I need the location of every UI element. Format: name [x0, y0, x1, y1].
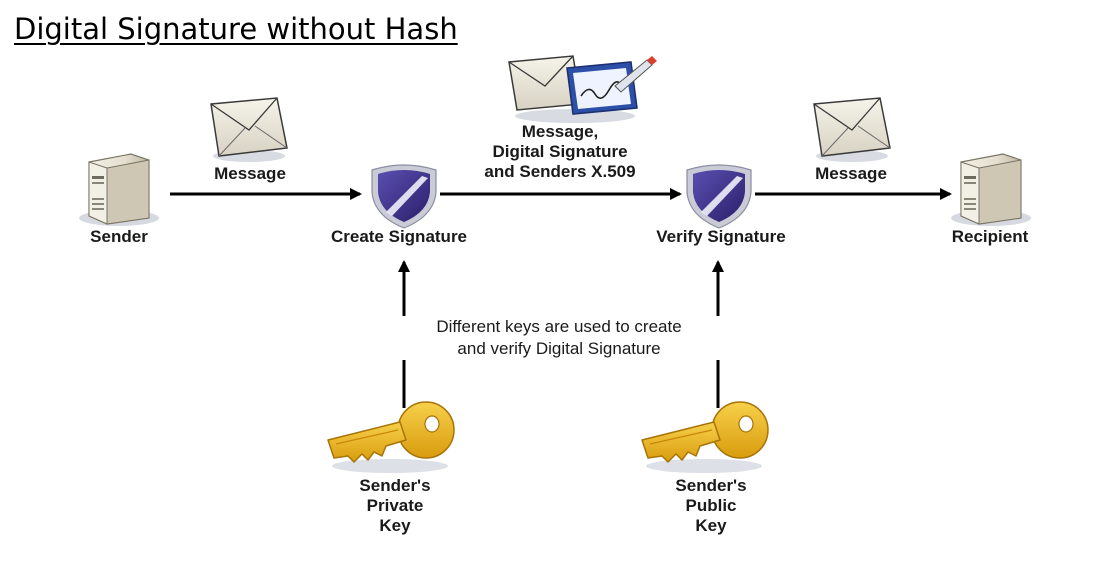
key-icon [641, 401, 769, 473]
server-icon [79, 153, 159, 226]
keys-note: Different keys are used to create and ve… [370, 316, 748, 360]
signed-envelope-icon [508, 55, 657, 123]
node-label-recipient: Recipient [951, 227, 1029, 246]
key-label-private: Sender's Private Key [330, 476, 460, 536]
shield-icon [371, 164, 437, 229]
key-label-line: Key [695, 516, 727, 535]
envelope-icon [210, 97, 288, 162]
edge-label-line: Digital Signature [492, 142, 628, 161]
shield-icon [686, 164, 752, 229]
edge-label-message-in: Message [214, 164, 286, 183]
key-label-line: Key [379, 516, 411, 535]
keys-note-line: and verify Digital Signature [457, 339, 661, 358]
server-icon [951, 153, 1031, 226]
edge-label-message-out: Message [815, 164, 887, 183]
node-label-verify-signature: Verify Signature [656, 227, 786, 246]
key-label-line: Private [366, 496, 424, 515]
envelope-icon [813, 97, 891, 162]
edge-label-signed-bundle: Message, Digital Signature and Senders X… [440, 122, 680, 182]
page-title: Digital Signature without Hash [14, 12, 458, 46]
key-label-public: Sender's Public Key [646, 476, 776, 536]
edge-label-line: Message, [521, 122, 599, 141]
edge-label-line: and Senders X.509 [484, 162, 636, 181]
node-label-create-signature: Create Signature [330, 227, 468, 246]
keys-note-line: Different keys are used to create [436, 317, 682, 336]
key-icon [327, 401, 455, 473]
key-label-line: Sender's [359, 476, 431, 495]
node-label-sender: Sender [90, 227, 148, 246]
key-label-line: Public [685, 496, 737, 515]
key-label-line: Sender's [675, 476, 747, 495]
